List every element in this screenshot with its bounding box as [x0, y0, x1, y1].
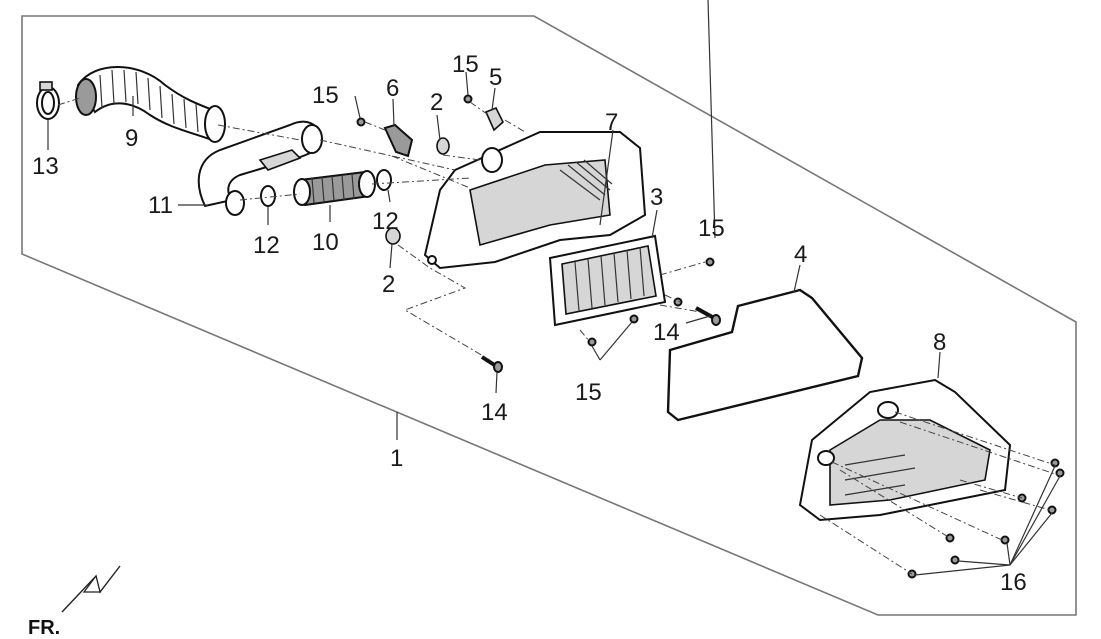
callout-5: 5 [489, 64, 502, 91]
part-2-grommet-bottom [385, 227, 401, 245]
part-3-filter-element [548, 234, 667, 327]
part-15-screw-c [705, 257, 715, 267]
part-12-o-ring-left [260, 185, 276, 207]
callout-11: 11 [148, 192, 173, 219]
assembly-boundary [21, 15, 1077, 616]
part-15-screw-d [673, 297, 683, 307]
part-10-corrugated-tube [293, 170, 376, 207]
callout-9: 9 [125, 125, 138, 152]
front-direction-label: FR. [28, 617, 60, 639]
callout-14-right: 14 [653, 319, 680, 346]
part-6-bracket [383, 123, 414, 158]
callout-12-left: 12 [253, 232, 280, 259]
part-12-o-ring-right [376, 169, 392, 191]
callout-15-left: 15 [312, 82, 339, 109]
part-7-air-cleaner-case [423, 131, 647, 270]
callout-6: 6 [386, 75, 399, 102]
callout-7: 7 [605, 109, 618, 136]
part-15-screw-e [629, 314, 639, 324]
part-5-clip [484, 106, 504, 132]
callout-10: 10 [312, 229, 339, 256]
callout-15-top: 15 [452, 51, 479, 78]
part-15-screw-a [356, 117, 366, 127]
callout-4: 4 [794, 241, 807, 268]
part-9-intake-duct [75, 66, 226, 143]
part-4-seal-gasket [666, 288, 864, 422]
callout-2-bottom: 2 [382, 271, 395, 298]
callout-15-bottom: 15 [575, 379, 602, 406]
part-15-screw-f [587, 337, 597, 347]
callout-16: 16 [1000, 569, 1027, 596]
assembly-lines [57, 97, 1059, 575]
callout-12-right: 12 [372, 208, 399, 235]
leader-lines [47, 0, 1061, 576]
callout-15-right: 15 [698, 215, 725, 242]
callout-8: 8 [933, 329, 946, 356]
front-direction-arrow-icon [61, 565, 121, 613]
part-13-hose-clamp [36, 81, 60, 120]
part-8-cover [798, 378, 1012, 522]
callout-1: 1 [390, 445, 403, 472]
part-14-bolt-right [695, 306, 721, 326]
callout-2-top: 2 [430, 89, 443, 116]
part-2-grommet-top [436, 137, 450, 155]
callout-3: 3 [650, 184, 663, 211]
callout-13: 13 [32, 153, 59, 180]
part-14-bolt-bottom [480, 355, 503, 373]
part-15-screw-b [463, 94, 473, 104]
callout-14-bottom: 14 [481, 399, 508, 426]
